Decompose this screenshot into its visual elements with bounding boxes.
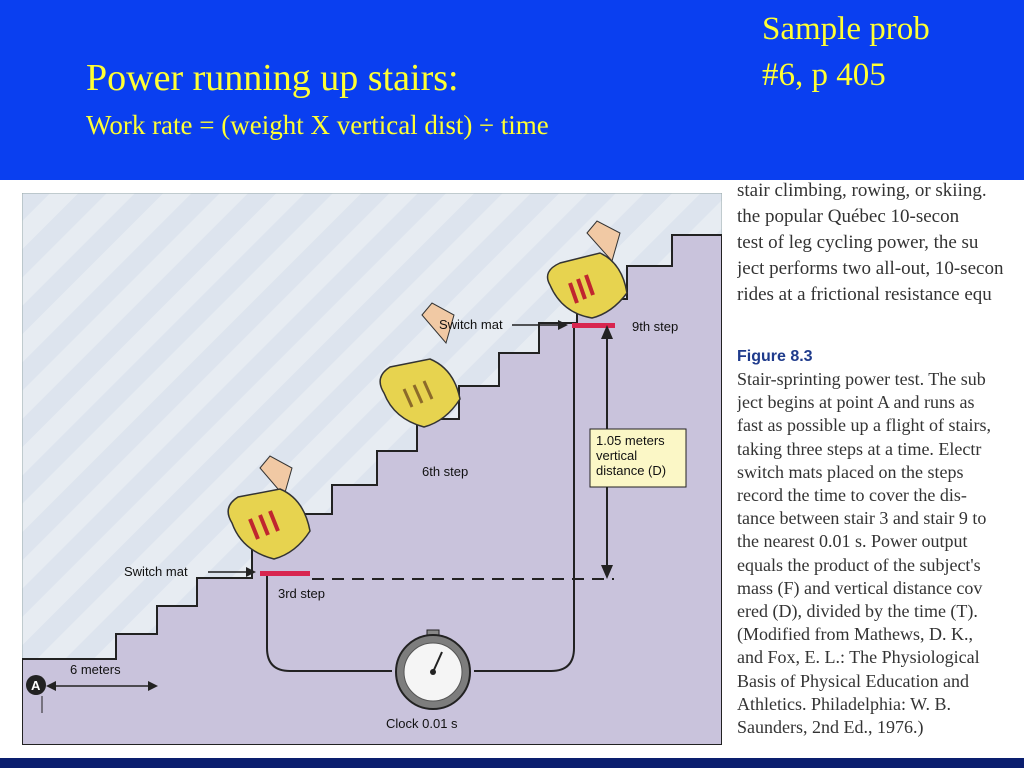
wire-left (266, 576, 392, 672)
problem-reference: Sample prob #6, p 405 (762, 6, 930, 98)
caption-line-7: tance between stair 3 and stair 9 to (737, 508, 987, 529)
caption-line-2: ject begins at point A and runs as (737, 392, 975, 413)
shoe-icon-bottom (227, 455, 311, 560)
shoe-icon-top (546, 220, 628, 319)
point-a-label: A (31, 678, 41, 693)
caption-line-1: Stair-sprinting power test. The sub (737, 369, 986, 389)
caption-line-12: (Modified from Mathews, D. K., (737, 624, 973, 645)
caption-line-5: switch mats placed on the steps (737, 461, 964, 482)
slide-footer-bar (0, 758, 1024, 768)
arrowhead-down (601, 565, 613, 579)
body-line-5: rides at a frictional resistance equ (737, 284, 992, 305)
textbook-excerpt: stair climbing, rowing, or skiing. the p… (737, 178, 1024, 758)
switch-mat-top-arrowhead (558, 320, 568, 330)
switch-mat-bottom-arrowhead (246, 567, 256, 577)
six-meters-label: 6 meters (70, 662, 121, 677)
body-line-4: ject performs two all-out, 10-secon (737, 258, 1004, 279)
clock-label: Clock 0.01 s (386, 716, 458, 731)
ninth-step-label: 9th step (632, 319, 678, 334)
caption-line-3: fast as possible up a flight of stairs, (737, 415, 991, 436)
measurement-box (589, 428, 687, 488)
slide-title: Power running up stairs: (86, 57, 459, 99)
caption-line-13: and Fox, E. L.: The Physiological (737, 647, 980, 668)
figure-caption: Stair-sprinting power test. The sub ject… (737, 368, 1024, 739)
measurement-line-2: vertical (596, 448, 637, 463)
switch-mat-bottom (260, 571, 310, 576)
caption-line-10: mass (F) and vertical distance cov (737, 577, 983, 598)
caption-line-15: Athletics. Philadelphia: W. B. (737, 693, 951, 714)
caption-line-11: ered (D), divided by the time (T). (737, 601, 978, 622)
caption-line-4: taking three steps at a time. Electr (737, 438, 982, 459)
measurement-line-3: distance (D) (596, 463, 666, 478)
sixth-step-label: 6th step (422, 464, 468, 479)
point-a-marker (26, 675, 46, 695)
caption-line-9: equals the product of the subject's (737, 554, 981, 575)
reference-line-2: #6, p 405 (762, 57, 886, 93)
switch-mat-top-label: Switch mat (439, 317, 503, 332)
body-line-3: test of leg cycling power, the su (737, 232, 979, 253)
slide-subtitle: Work rate = (weight X vertical dist) ÷ t… (86, 110, 549, 140)
wire-right (474, 328, 575, 672)
body-line-2: the popular Québec 10-secon (737, 206, 960, 227)
reference-line-1: Sample prob (762, 11, 930, 47)
slide-header: Power running up stairs: Work rate = (we… (0, 0, 1024, 180)
caption-line-6: record the time to cover the dis- (737, 485, 967, 506)
stair-sprint-figure: 1.05 meters vertical distance (D) Clock … (22, 193, 722, 745)
measurement-line-1: 1.05 meters (596, 433, 665, 448)
six-meters-arrowhead-left (46, 681, 56, 691)
switch-mat-top (572, 323, 615, 328)
body-line-1: stair climbing, rowing, or skiing. (737, 180, 987, 201)
stopwatch-icon (395, 629, 471, 710)
caption-line-8: the nearest 0.01 s. Power output (737, 531, 968, 552)
arrowhead-up (601, 325, 613, 339)
caption-line-16: Saunders, 2nd Ed., 1976.) (737, 717, 924, 738)
body-text: stair climbing, rowing, or skiing. the p… (737, 178, 1024, 308)
third-step-label: 3rd step (278, 586, 325, 601)
caption-line-14: Basis of Physical Education and (737, 670, 969, 691)
six-meters-arrowhead-right (148, 681, 158, 691)
figure-label: Figure 8.3 (737, 348, 813, 365)
switch-mat-bottom-label: Switch mat (124, 564, 188, 579)
shoe-icon-middle (379, 302, 461, 428)
